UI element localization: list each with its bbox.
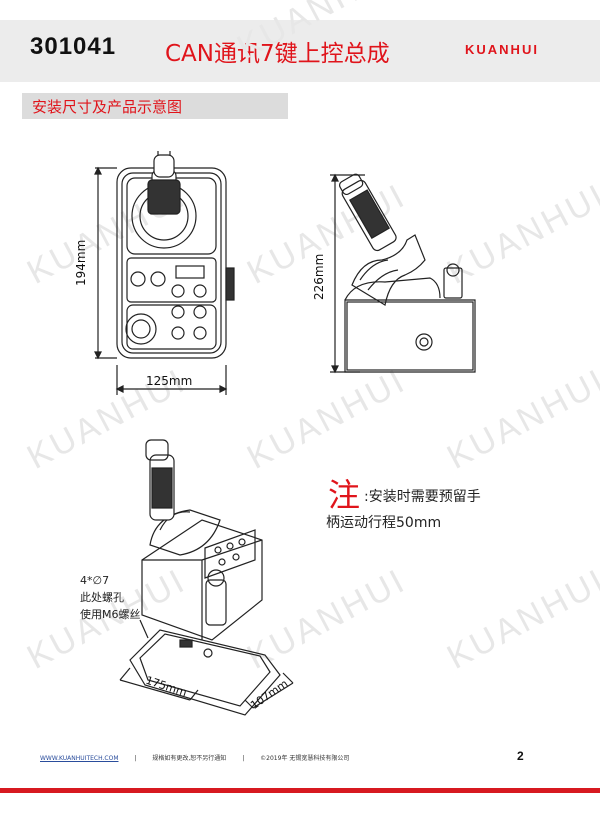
footer: WWW.KUANHUITECH.COM | 规格如有更改,恕不另行通知 | ©2… [40, 755, 350, 762]
footer-website[interactable]: WWW.KUANHUITECH.COM [40, 755, 119, 762]
note-text-line2: 柄运动行程50mm [326, 515, 442, 531]
front-view-drawing [94, 151, 235, 395]
hole-note-line2: 此处螺孔 [80, 591, 124, 604]
side-view-drawing [330, 173, 476, 374]
note-lead: 注 [328, 476, 361, 514]
hole-note-line3: 使用M6螺丝 [80, 608, 141, 621]
dim-front-height: 194mm [74, 239, 88, 286]
section-bar [22, 93, 288, 119]
dim-front-width: 125mm [146, 374, 193, 388]
footer-notice: 规格如有更改,恕不另行通知 [152, 755, 227, 762]
footer-copyright: ©2019年 无锡宽慧科技有限公司 [260, 755, 350, 762]
hole-note: 4*∅7 此处螺孔 使用M6螺丝 [80, 572, 141, 623]
hole-note-line1: 4*∅7 [80, 574, 110, 587]
section-title: 安装尺寸及产品示意图 [32, 98, 183, 116]
note-text-line1: :安装时需要预留手 [364, 489, 481, 505]
dim-side-height: 226mm [312, 253, 326, 300]
product-title: CAN通讯7键上控总成 [165, 41, 390, 67]
brand-name: KUANHUI [465, 42, 539, 57]
page-number: 2 [517, 749, 524, 763]
header-bar [0, 20, 600, 82]
isometric-view-drawing [119, 439, 294, 716]
footer-red-line [0, 788, 600, 793]
product-code: 301041 [30, 33, 117, 60]
